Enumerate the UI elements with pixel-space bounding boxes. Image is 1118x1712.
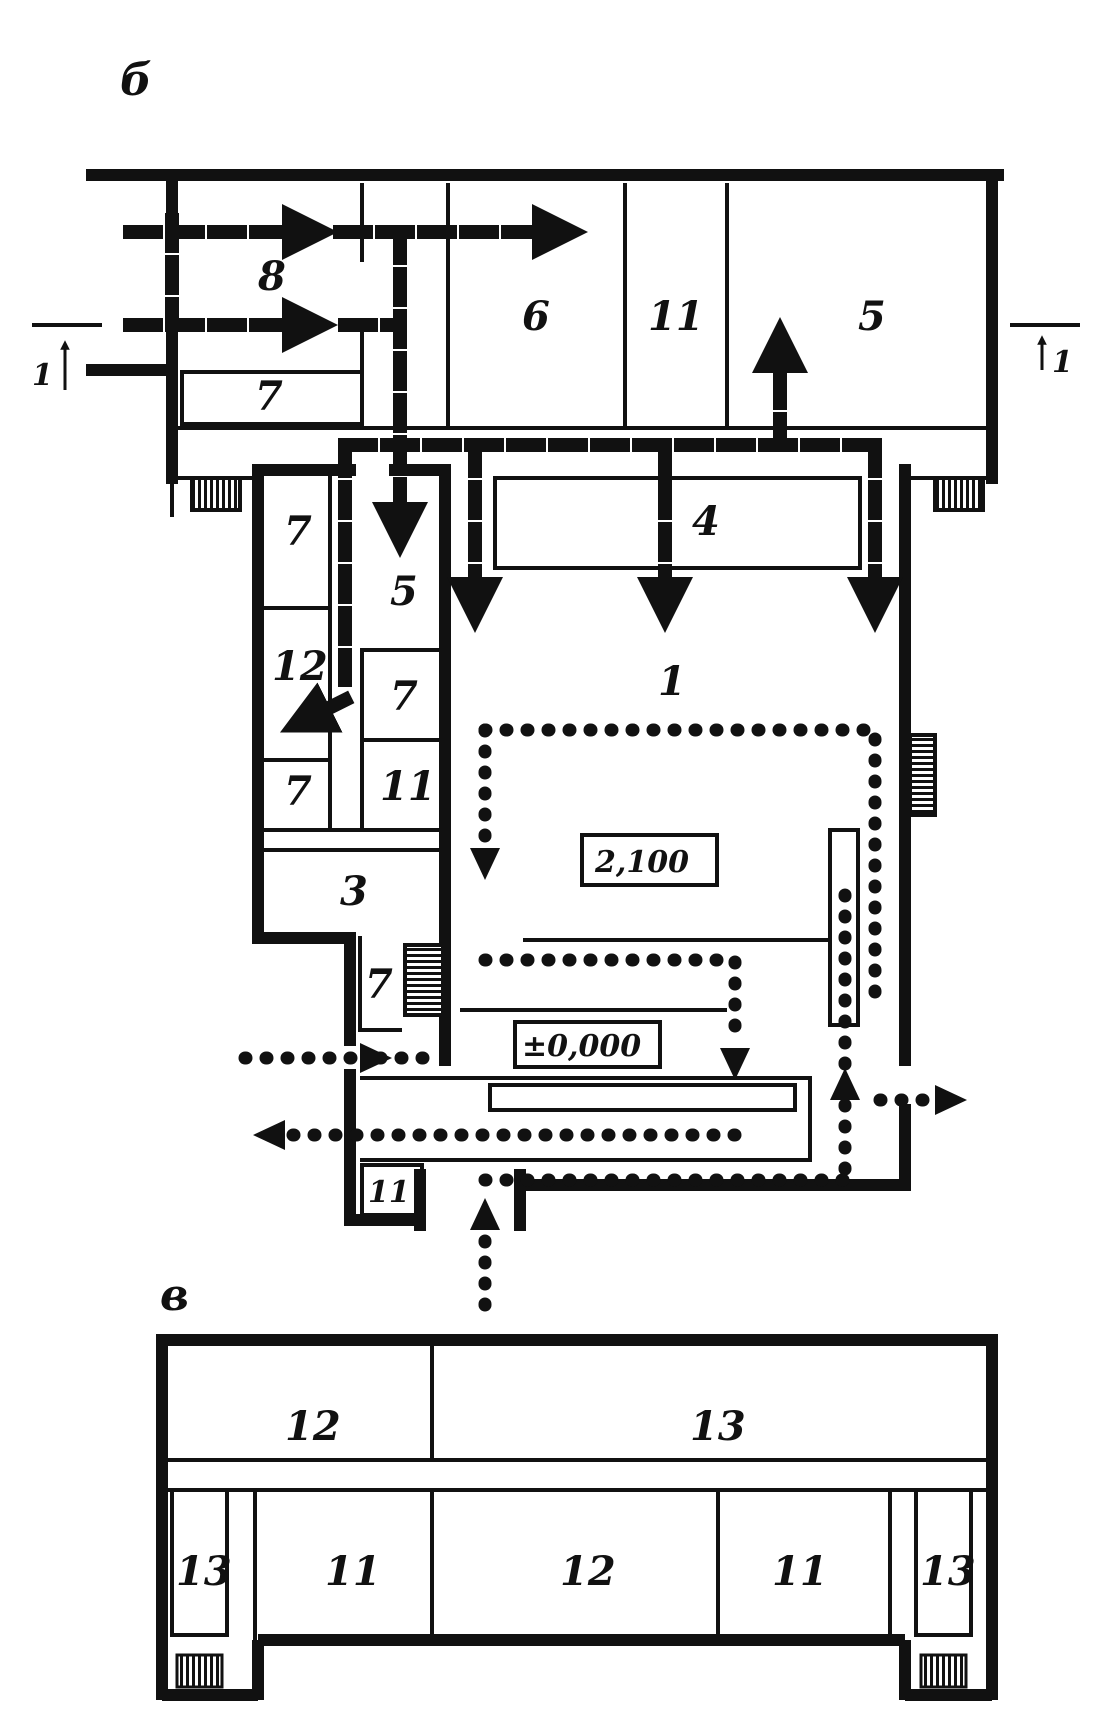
arrow-head-icon bbox=[470, 848, 500, 880]
arrow-head-icon bbox=[470, 1198, 500, 1230]
plan-b bbox=[86, 169, 1004, 1312]
room-5-mid-label: 5 bbox=[390, 568, 418, 615]
room-v13-left-label: 13 bbox=[176, 1548, 232, 1595]
elevation-box-lower bbox=[513, 1020, 662, 1069]
room-6-label: 6 bbox=[522, 293, 550, 340]
elevation-box-upper bbox=[580, 833, 719, 887]
room-7-left1-label: 7 bbox=[284, 508, 312, 555]
arrow-head-icon bbox=[935, 1085, 967, 1115]
room-11-top-label: 11 bbox=[648, 293, 704, 340]
stairs-right-icon bbox=[933, 476, 985, 512]
section-mark-left-label: 1 bbox=[32, 358, 53, 393]
section-label-v: в bbox=[160, 1270, 189, 1321]
plan-v-outer-walls bbox=[156, 1334, 998, 1701]
room-11-mid-label: 11 bbox=[380, 763, 436, 810]
room-3-label: 3 bbox=[340, 868, 368, 915]
dashed-flow-arrows bbox=[123, 204, 903, 733]
room-5-top-label: 5 bbox=[858, 293, 886, 340]
stairs-center-icon bbox=[403, 943, 445, 1017]
section-mark-right-label: 1 bbox=[1052, 345, 1073, 380]
stairs-v-left-icon bbox=[175, 1653, 224, 1689]
plan-b-partitions bbox=[170, 183, 994, 1162]
plan-v bbox=[156, 1334, 998, 1701]
plan-v-partitions bbox=[168, 1346, 986, 1640]
section-mark-right bbox=[1010, 323, 1080, 370]
stairs-east-icon bbox=[908, 733, 937, 817]
elevation-lower-label: ±0,000 bbox=[522, 1029, 641, 1064]
stairs-left-icon bbox=[190, 476, 242, 512]
arrow-head-icon bbox=[360, 1043, 392, 1073]
room-v13-right-label: 13 bbox=[920, 1548, 976, 1595]
room-v11-right-label: 11 bbox=[772, 1548, 828, 1595]
room-11-low-box bbox=[360, 1163, 424, 1217]
room-v12-top-label: 12 bbox=[285, 1403, 341, 1450]
room-8-label: 8 bbox=[257, 253, 286, 300]
room-7-top-label: 7 bbox=[255, 373, 283, 420]
arrow-head-icon bbox=[253, 1120, 285, 1150]
stairs-v-right-icon bbox=[919, 1653, 968, 1689]
room-1-label: 1 bbox=[658, 658, 686, 705]
dotted-arrow-heads bbox=[253, 848, 967, 1230]
room-7-left2-label: 7 bbox=[284, 768, 312, 815]
room-7-low-label: 7 bbox=[365, 961, 393, 1008]
section-mark-left bbox=[32, 323, 102, 390]
arrow-head-icon bbox=[720, 1048, 750, 1080]
room-v11-left-label: 11 bbox=[325, 1548, 381, 1595]
elevation-upper-label: 2,100 bbox=[594, 845, 689, 880]
dotted-flow-arrows bbox=[238, 723, 942, 1312]
room-12-left-label: 12 bbox=[272, 643, 328, 690]
room-v13-top-label: 13 bbox=[690, 1403, 746, 1450]
room-7-mid-label: 7 bbox=[390, 673, 418, 720]
room-11-low-label: 11 bbox=[368, 1175, 410, 1210]
arrow-head-icon bbox=[830, 1068, 860, 1100]
section-label-b: б bbox=[120, 55, 152, 106]
room-v12-mid-label: 12 bbox=[560, 1548, 616, 1595]
room-4-label: 4 bbox=[692, 498, 720, 545]
